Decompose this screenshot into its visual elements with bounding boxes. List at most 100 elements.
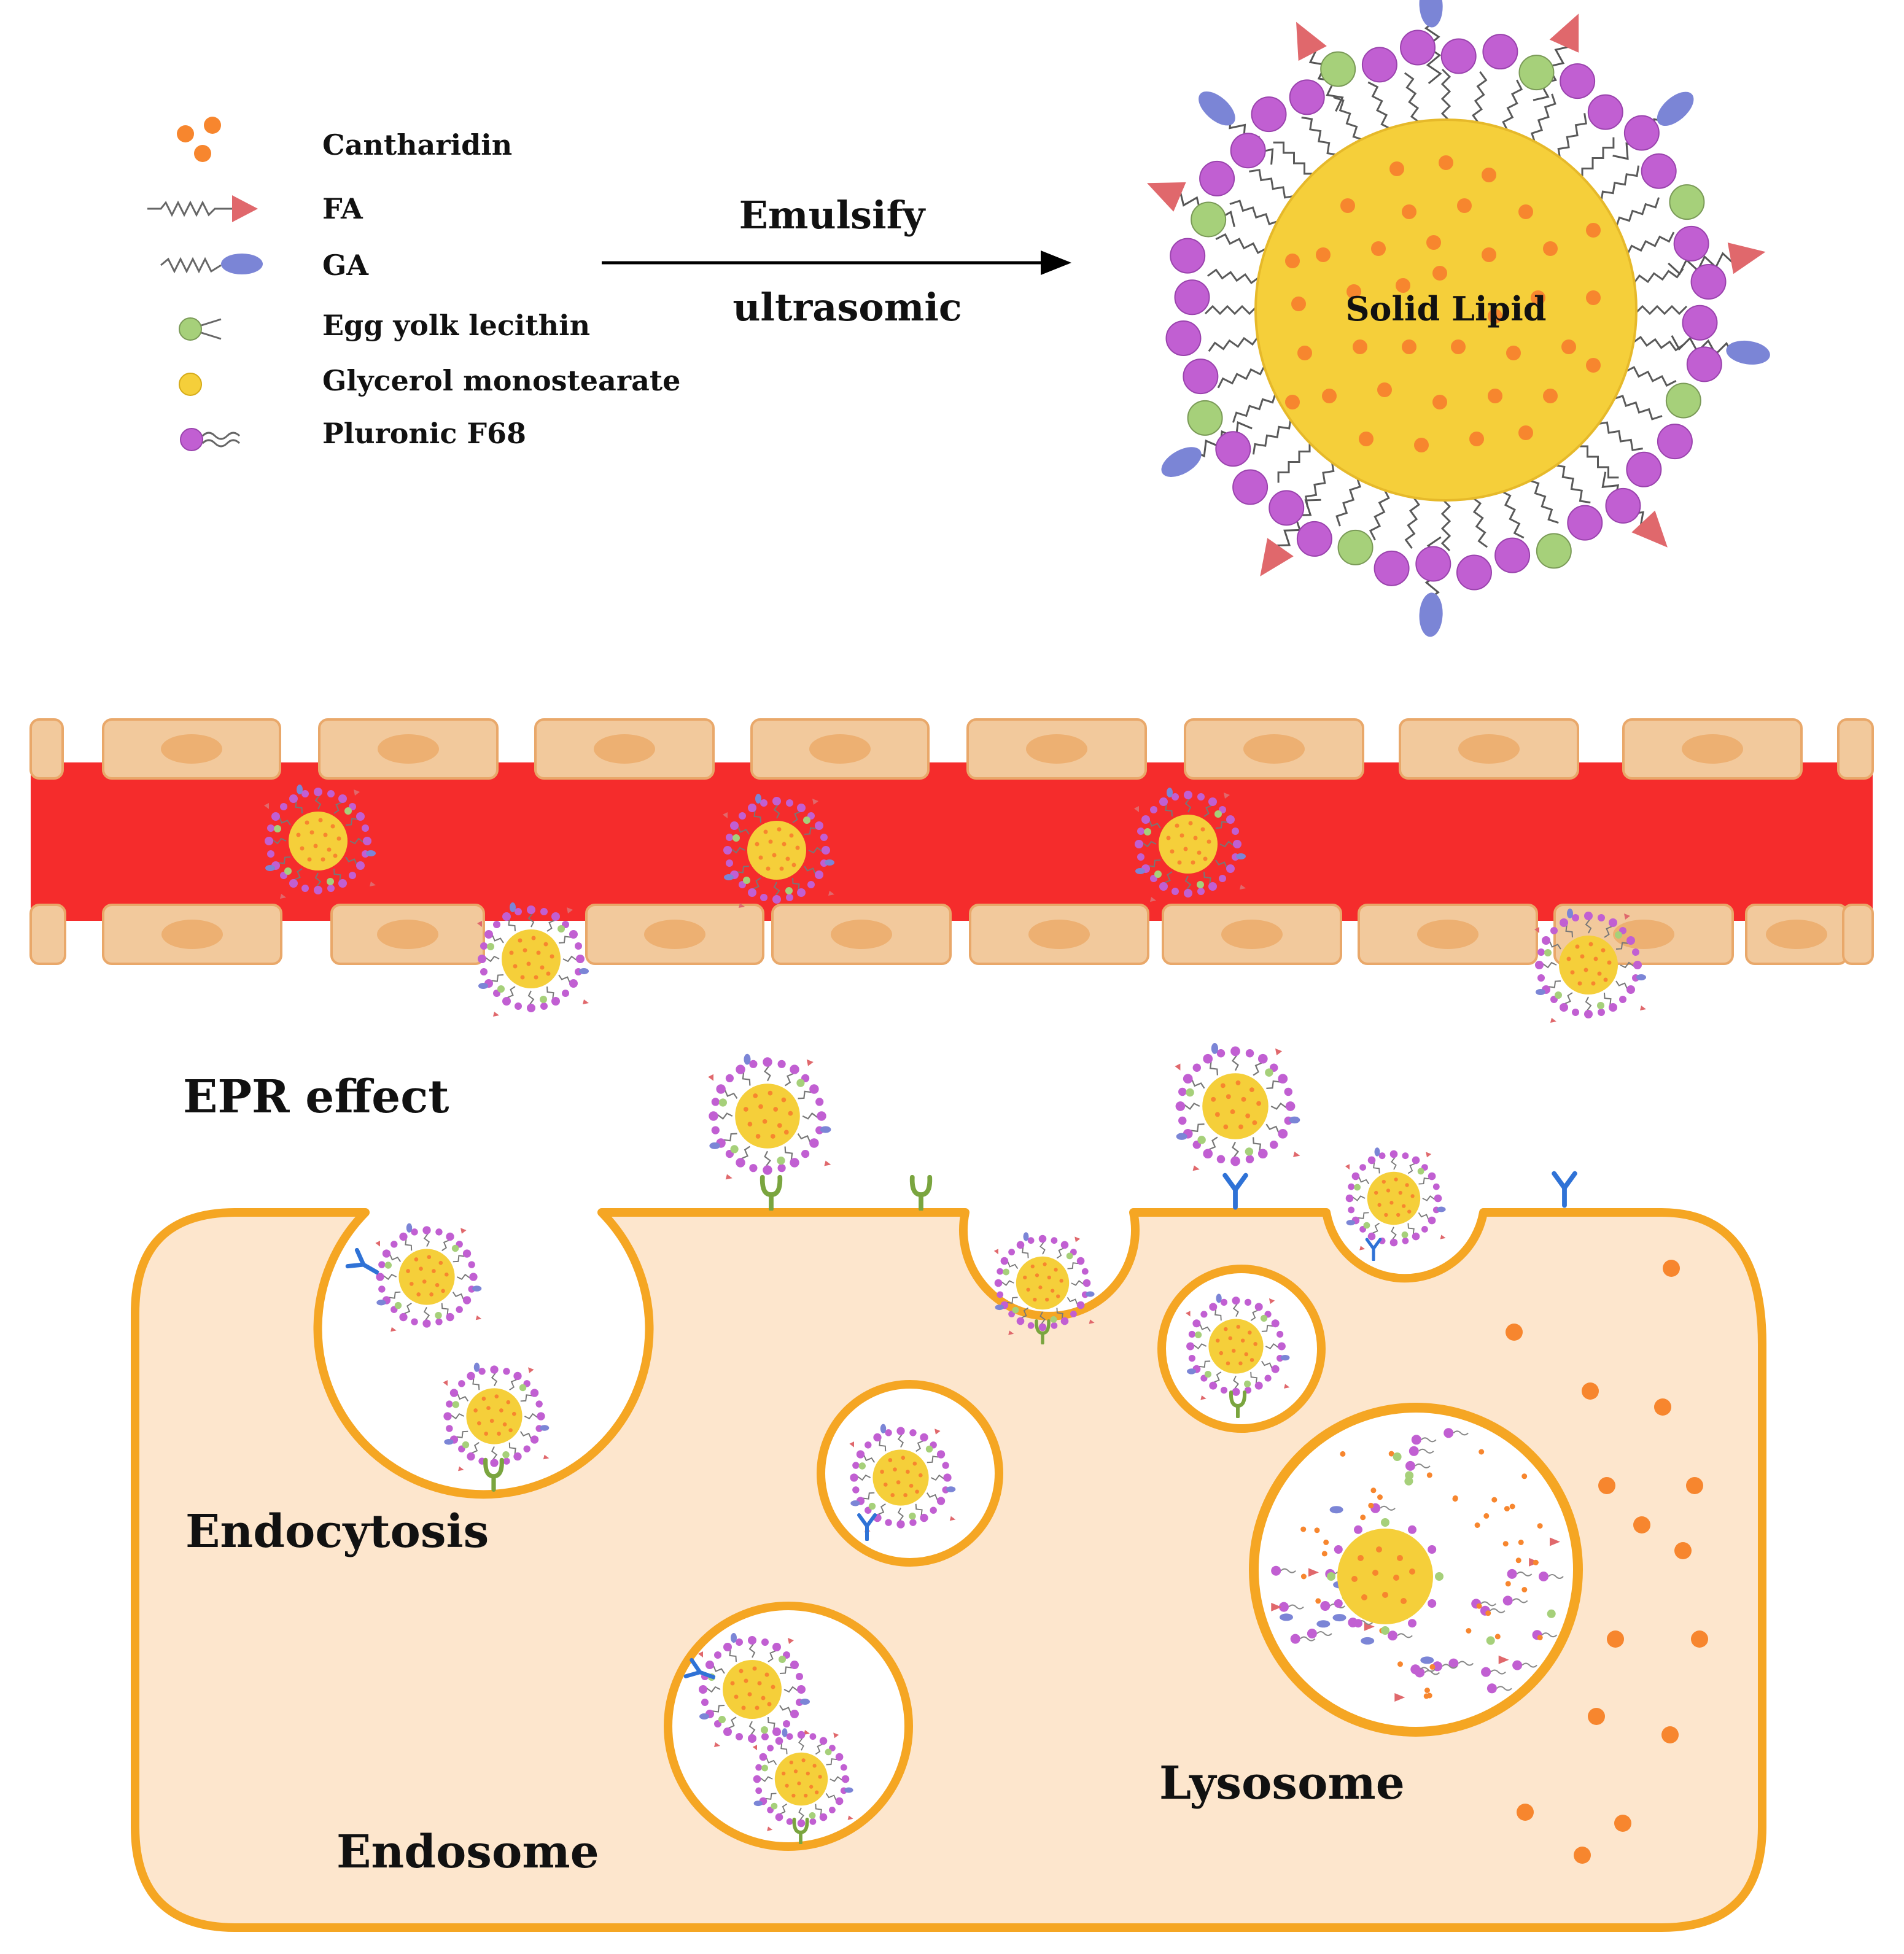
fragment-tail — [1490, 1669, 1506, 1675]
fragment-tail — [1280, 1568, 1296, 1573]
fa-arrow-icon — [1147, 182, 1186, 212]
lipid-tail — [1625, 334, 1685, 352]
fragment-tail — [1442, 1664, 1458, 1669]
lipid-tail — [1367, 81, 1393, 139]
cell-nucleus — [377, 920, 438, 949]
nanoparticle-bound — [707, 1053, 832, 1181]
cantharidin-dot — [1607, 1630, 1624, 1648]
lecithin-head — [1665, 382, 1701, 419]
cantharidin-dot — [1368, 1502, 1374, 1508]
cantharidin-dot — [1388, 1451, 1394, 1457]
lysosome-label: Lysosome — [1159, 1757, 1405, 1810]
cantharidin-dot — [1340, 198, 1355, 213]
lipid-tail — [1252, 417, 1302, 455]
cantharidin-dot — [1377, 382, 1392, 397]
pluronic-fragment — [1481, 1667, 1491, 1677]
receptor-green — [763, 1177, 780, 1209]
cantharidin-dot — [1370, 1487, 1377, 1494]
cantharidin-dot — [1469, 432, 1484, 446]
lipid-tail — [1440, 490, 1451, 552]
residual-head — [1381, 1626, 1389, 1635]
cantharidin-dot — [1340, 1451, 1346, 1457]
fragment-tail — [1415, 1463, 1431, 1468]
pluronic-head — [1560, 63, 1596, 99]
pluronic-fragment — [1448, 1658, 1459, 1669]
pluronic-fragment — [1388, 1630, 1398, 1641]
process-top-label: Emulsify — [739, 193, 927, 238]
core-payload — [1327, 1518, 1444, 1635]
lipid-tail — [1249, 169, 1298, 207]
cantharidin-dot — [1351, 1576, 1358, 1582]
cantharidin-dot — [1509, 1503, 1515, 1510]
cantharidin-dot — [1586, 358, 1601, 373]
released-cantharidin — [1506, 1260, 1708, 1864]
nanoparticle — [442, 1362, 550, 1472]
lipid-tail — [1232, 391, 1286, 423]
cell-nucleus — [161, 734, 222, 764]
cantharidin-dot — [1321, 1551, 1327, 1557]
cantharidin-dot — [1504, 1506, 1510, 1512]
endosome-label: Endosome — [336, 1826, 599, 1878]
lecithin-fragment — [1393, 1452, 1402, 1461]
lecithin-head — [1337, 529, 1374, 565]
residual-head — [1354, 1619, 1362, 1628]
fa-arrow-icon — [1727, 242, 1766, 274]
cell-nucleus — [831, 920, 892, 949]
pluronic-f68-icon — [180, 428, 241, 451]
pluronic-fragment — [1271, 1565, 1281, 1576]
cantharidin-dot — [1393, 1575, 1399, 1581]
cantharidin-dot — [1426, 1692, 1432, 1699]
cantharidin-dot — [1476, 1603, 1482, 1609]
fa-fragment — [1271, 1602, 1282, 1611]
pluronic-head — [1686, 346, 1722, 382]
released-components — [1271, 1428, 1564, 1702]
lipid-tail — [1527, 470, 1559, 524]
cantharidin-dot — [1691, 1630, 1708, 1648]
cantharidin-dot — [1517, 1804, 1534, 1821]
lipid-tail — [1333, 96, 1365, 150]
endothelial-cell — [1842, 904, 1874, 965]
cantharidin-dot — [1614, 1815, 1631, 1832]
fa-fragment — [1364, 1622, 1375, 1631]
pluronic-head — [1657, 424, 1693, 460]
cantharidin-dot — [1371, 241, 1386, 256]
fragment-tail — [1397, 1633, 1413, 1638]
cantharidin-dot — [1674, 1542, 1692, 1559]
legend-ga-label: GA — [322, 249, 369, 282]
fragment-tail — [1316, 1631, 1332, 1636]
lecithin-fragment — [1547, 1609, 1556, 1618]
cantharidin-dot — [1361, 1594, 1367, 1600]
cantharidin-dot — [1586, 290, 1601, 305]
residual-head — [1428, 1545, 1437, 1554]
cantharidin-dot — [1474, 1522, 1480, 1528]
cantharidin-dot — [1518, 204, 1533, 219]
fa-arrow-icon — [1296, 21, 1327, 61]
pluronic-head — [1605, 487, 1641, 524]
fragment-tail — [1420, 1667, 1436, 1672]
nanoparticle-bound — [1174, 1042, 1301, 1172]
cell-nucleus — [1458, 734, 1520, 764]
fragment-tail — [1521, 1662, 1537, 1668]
pluronic-head — [1230, 133, 1266, 169]
lipid-tail — [1369, 483, 1394, 541]
endocytosis-label: Endocytosis — [185, 1505, 489, 1558]
cantharidin-dot — [1457, 198, 1472, 213]
endothelial-cell — [29, 904, 66, 965]
fragment-tail — [1380, 1505, 1396, 1511]
ligand-chains — [1147, 0, 1770, 637]
nanoparticle-bound — [1344, 1147, 1447, 1251]
cantharidin-dot — [1382, 1592, 1388, 1598]
cantharidin-dot — [1285, 395, 1300, 409]
cantharidin-dot — [1533, 1559, 1539, 1565]
lecithin-head — [1536, 533, 1572, 569]
cantharidin-dot — [1654, 1398, 1671, 1416]
cell-nucleus — [594, 734, 655, 764]
process-bottom-label: ultrasomic — [732, 285, 962, 330]
cantharidin-dot — [1346, 284, 1361, 299]
cell-nucleus — [1028, 920, 1090, 949]
pluronic-head — [1296, 521, 1332, 557]
fa-fragment — [1394, 1693, 1405, 1702]
ligand-chain — [1273, 498, 1321, 547]
cantharidin-dot — [1506, 346, 1521, 360]
cantharidin-dot — [1483, 1513, 1490, 1519]
